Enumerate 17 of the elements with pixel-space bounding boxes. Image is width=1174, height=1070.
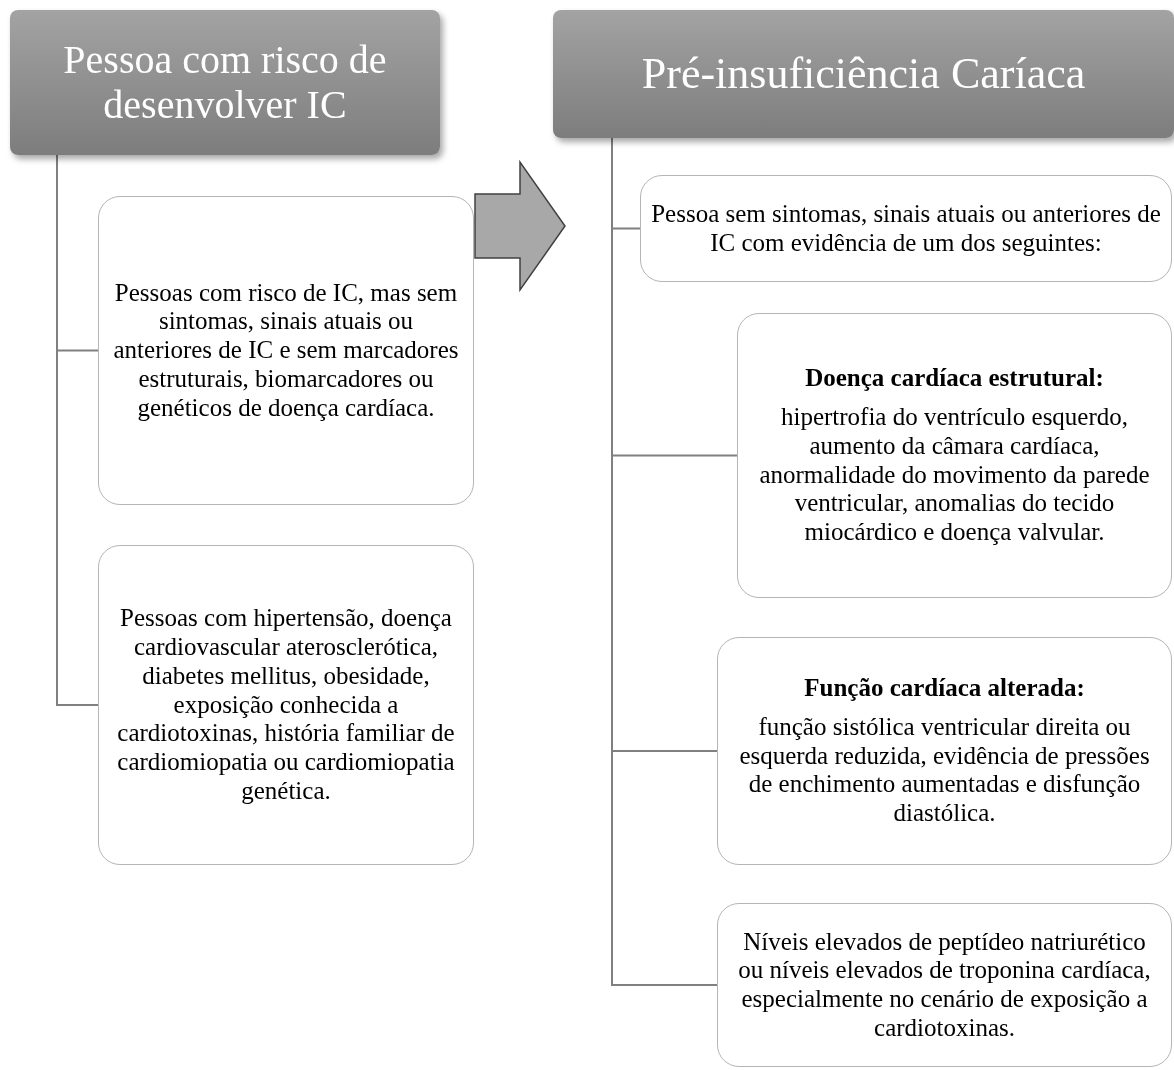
card-text: Pessoas com risco de IC, mas sem sintomas, sinais atuais ou anteriores de IC e sem marcadores estruturais, biomarcadores ou genéticos de doença cardíaca. xyxy=(112,278,460,423)
card-text: Pessoa sem sintomas, sinais atuais ou anteriores de IC com evidência de um dos seguintes: xyxy=(651,199,1161,258)
stage-header: Pré-insuficiência Caríaca xyxy=(553,10,1174,138)
card-text: função sistólica ventricular direita ou esquerda reduzida, evidência de pressões de enchimento aumentadas e disfunção diastólica. xyxy=(738,712,1151,828)
stage-header: Pessoa com risco de desenvolver IC xyxy=(10,10,440,155)
criteria-card xyxy=(640,175,1172,282)
criteria-card xyxy=(98,196,474,505)
criteria-card xyxy=(717,637,1172,865)
criteria-card xyxy=(98,545,474,865)
card-text: Níveis elevados de peptídeo natriurético ou níveis elevados de troponina cardíaca, especialmente no cenário de exposição a cardiotoxinas. xyxy=(737,927,1152,1043)
block-arrow xyxy=(474,159,566,293)
criteria-card xyxy=(737,313,1172,598)
card-text: hipertrofia do ventrículo esquerdo, aumento da câmara cardíaca, anormalidade do movimento da parede ventricular, anomalias do tecido miocárdico e doença valvular. xyxy=(758,403,1151,547)
card-text: Pessoas com hipertensão, doença cardiovascular aterosclerótica, diabetes mellitus, obesidade, exposição conhecida a cardiotoxinas, história familiar de cardiomiopatia ou cardiomiopatia genética. xyxy=(116,604,456,806)
criteria-card xyxy=(717,903,1172,1067)
card-heading: Função cardíaca alterada: xyxy=(804,674,1085,703)
card-heading: Doença cardíaca estrutural: xyxy=(805,364,1104,393)
